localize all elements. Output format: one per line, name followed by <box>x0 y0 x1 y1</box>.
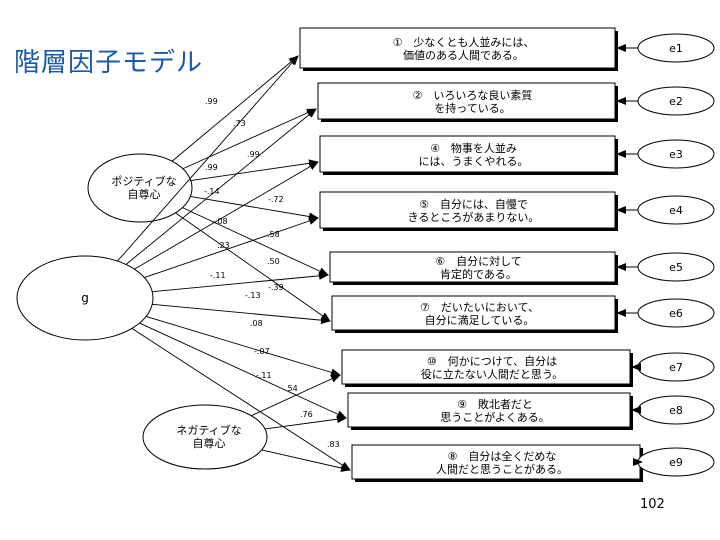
negative-factor-ellipse <box>142 404 268 470</box>
g-path-coefficient: -.11 <box>256 371 272 380</box>
error-label: e9 <box>669 456 683 469</box>
negative-path-coefficient: .54 <box>285 384 298 393</box>
item-text: 思うことがよくある。 <box>440 410 549 424</box>
item-text: ⑥ 自分に対して <box>435 254 522 268</box>
item-text: ① 少なくとも人並みには、 <box>393 35 535 49</box>
g-loading-path <box>139 322 347 419</box>
item-box <box>319 135 616 173</box>
g-loading-path <box>134 161 319 270</box>
error-label: e3 <box>669 148 683 161</box>
g-path-coefficient: -.11 <box>210 271 226 280</box>
general-factor-ellipse <box>16 255 154 341</box>
item-box <box>317 82 616 120</box>
item-box <box>331 295 616 331</box>
g-path-coefficient: -.13 <box>245 291 261 300</box>
positive-path-coefficient: .50 <box>267 257 280 266</box>
negative-factor-label: 自尊心 <box>193 436 226 450</box>
g-loading-path <box>152 303 331 325</box>
item-text: ⑤ 自分には、自慢で <box>419 198 528 211</box>
error-label: e4 <box>669 204 683 217</box>
item-text: ⑧ 自分は全くだめな <box>448 449 557 463</box>
positive-path-coefficient: .58 <box>267 230 280 239</box>
item-box <box>347 392 631 428</box>
g-loading-path <box>131 328 351 471</box>
positive-factor-label: 自尊心 <box>128 187 161 201</box>
page-number: 102 <box>640 497 665 512</box>
error-label: e5 <box>669 261 683 274</box>
item-text: ⑦ だいたいにおいて、 <box>420 301 539 314</box>
negative-path-coefficient: .76 <box>300 410 313 419</box>
item-text: 役に立たない人間だと思う。 <box>421 367 563 381</box>
item-text: には、うまくやれる。 <box>419 155 529 168</box>
g-path-coefficient: .23 <box>217 241 230 250</box>
negative-loading-path <box>264 415 347 430</box>
g-loading-path <box>145 316 341 377</box>
positive-loading-path <box>182 108 317 170</box>
positive-factor-ellipse <box>87 153 193 223</box>
item-text: を持っている。 <box>434 101 510 115</box>
error-label: e2 <box>669 95 683 108</box>
item-box <box>351 444 641 480</box>
item-text: きるところがあまりない。 <box>408 210 540 224</box>
item-text: ⑨ 敗北者だと <box>457 397 533 411</box>
g-path-coefficient: .08 <box>250 319 263 328</box>
positive-path-coefficient: .99 <box>247 150 260 159</box>
item-text: ② いろいろな良い素質 <box>413 88 533 102</box>
g-loading-path <box>144 217 319 279</box>
item-text: 肯定的である。 <box>440 267 517 281</box>
negative-path-coefficient: .83 <box>327 440 340 449</box>
negative-loading-path <box>261 449 351 472</box>
item-box <box>341 349 631 385</box>
g-path-coefficient: .99 <box>205 97 218 106</box>
positive-loading-path <box>190 196 319 221</box>
item-text: ⑩ 何かにつけて、自分は <box>427 355 557 368</box>
general-factor-label: g <box>81 291 89 305</box>
positive-loading-path <box>175 212 331 322</box>
g-loading-path <box>125 108 317 265</box>
item-box <box>299 27 616 69</box>
item-text: ④ 物事を人並み <box>430 141 517 155</box>
negative-loading-path <box>251 374 341 417</box>
item-text: 人間だと思うことがある。 <box>436 462 568 476</box>
positive-factor-label: ポジティブな <box>111 174 176 188</box>
g-path-coefficient: -.14 <box>204 187 220 196</box>
positive-loading-path <box>171 55 299 162</box>
item-text: 価値のある人間である。 <box>403 49 524 62</box>
g-path-coefficient: -.08 <box>212 217 228 226</box>
g-path-coefficient: .73 <box>233 119 246 128</box>
negative-factor-label: ネガティブな <box>176 423 241 437</box>
error-label: e8 <box>669 404 683 417</box>
positive-path-coefficient: -.39 <box>268 283 284 292</box>
item-text: 自分に満足している。 <box>425 314 535 327</box>
page-title: 階層因子モデル <box>14 48 204 78</box>
error-label: e1 <box>669 42 683 55</box>
error-label: e6 <box>669 307 683 320</box>
positive-loading-path <box>190 159 319 182</box>
item-box <box>319 191 616 229</box>
error-label: e7 <box>669 361 683 374</box>
g-path-coefficient: .99 <box>205 163 218 172</box>
positive-path-coefficient: -.72 <box>268 195 284 204</box>
g-path-coefficient: -.07 <box>254 347 270 356</box>
g-loading-path <box>152 271 329 293</box>
item-box <box>329 251 616 283</box>
g-loading-path <box>117 55 299 262</box>
positive-loading-path <box>182 207 329 276</box>
